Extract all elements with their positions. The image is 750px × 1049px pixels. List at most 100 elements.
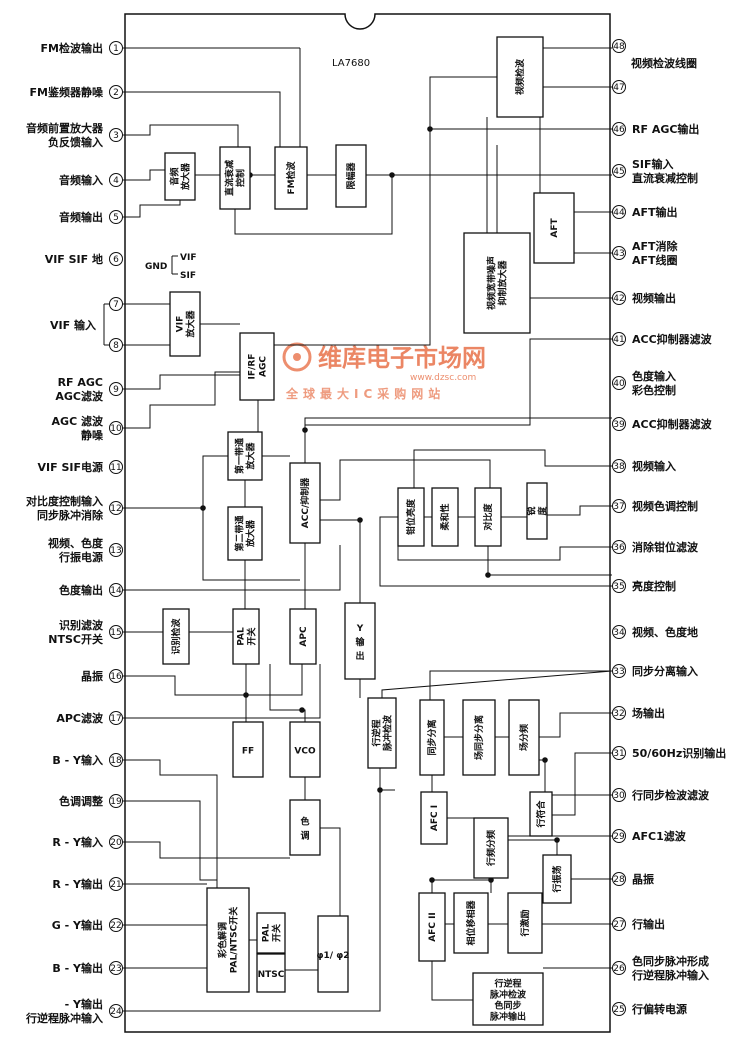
pin-number: 36	[613, 543, 625, 553]
pin-label: 对比度控制输入	[26, 494, 103, 508]
block-noise-sup: 视频宽带噪声抑制放大器	[463, 232, 531, 334]
pin-number: 18	[110, 756, 122, 766]
block-hue: 色调	[289, 799, 321, 856]
pin-marker	[612, 246, 626, 260]
block-frame	[453, 892, 489, 954]
pin-number: 47	[613, 83, 624, 93]
wire	[320, 459, 491, 501]
pin-14: 14 色度输出	[59, 583, 123, 597]
block-label: NTSC	[258, 970, 285, 980]
block-frame	[507, 892, 543, 954]
pin-number: 3	[113, 131, 119, 141]
block-dc-atten: 直流衰减控制	[219, 146, 251, 210]
block-label: φ1/ φ2	[316, 951, 349, 961]
pin-marker	[612, 459, 626, 473]
pin-label: 视频输入	[632, 459, 676, 473]
block-label: 场分频	[518, 724, 530, 751]
pin-label: AFT输出	[632, 205, 678, 219]
pin-marker	[109, 877, 123, 891]
block-frame	[419, 699, 445, 776]
pin-label: 消除钳位滤波	[632, 540, 699, 554]
pin-marker	[109, 382, 123, 396]
pin-number: 7	[113, 300, 119, 310]
pin-number: 48	[613, 42, 625, 52]
block-limiter: 限幅器	[335, 144, 367, 208]
pin-marker	[109, 918, 123, 932]
block-label: 抑制放大器	[497, 260, 509, 306]
block-label: 第二带通	[234, 515, 246, 551]
pin-label: ACC抑制器滤波	[632, 332, 713, 346]
block-frame	[289, 462, 321, 544]
pin-number: 23	[110, 964, 121, 974]
pin-number: 28	[613, 875, 625, 885]
block-frame	[227, 506, 263, 561]
pin-36: 36 消除钳位滤波	[612, 540, 699, 554]
pin-number: 10	[110, 424, 122, 434]
pin-label: 视频、色度	[48, 536, 104, 550]
wire	[539, 37, 612, 49]
block-frame	[289, 799, 321, 856]
wire	[539, 759, 546, 792]
wire	[379, 516, 612, 587]
gnd-label: GND	[145, 262, 167, 272]
chip-name: LA7680	[332, 58, 370, 69]
wire	[123, 169, 165, 181]
block-label: 行逆程	[371, 719, 383, 747]
pin-label: 视频、色度地	[632, 625, 698, 639]
pin-marker	[612, 164, 626, 178]
block-label: 锐	[526, 506, 538, 515]
junction-dot	[243, 692, 249, 698]
pin-number: 41	[613, 335, 624, 345]
block-label: 输	[355, 636, 365, 648]
wire	[123, 124, 239, 147]
pin-marker	[612, 664, 626, 678]
block-label: 度	[537, 506, 549, 516]
pin-label: AGC 滤波	[52, 414, 104, 428]
pin-marker	[612, 917, 626, 931]
pin-marker	[109, 338, 123, 352]
pin-marker	[109, 625, 123, 639]
pin-marker	[109, 583, 123, 597]
wire	[123, 664, 303, 696]
pin-number: 39	[613, 420, 625, 430]
block-audio-amp: 音频放大器	[164, 152, 196, 201]
pin-48: 48	[612, 39, 626, 53]
pin-marker	[109, 297, 123, 311]
watermark: 维库电子市场网 www.dzsc.com 全球最大IC采购网站	[282, 342, 486, 401]
pin-marker	[109, 460, 123, 474]
pin-label: 色度输出	[59, 583, 103, 597]
block-bp1: 第一带通放大器	[227, 431, 263, 481]
block-frame	[418, 892, 446, 962]
block-frame	[529, 791, 553, 837]
junction-dot	[302, 427, 308, 433]
block-sync-sep: 同步分离	[419, 699, 445, 776]
block-label: 直流衰减	[224, 160, 236, 196]
block-video-det: 视频检波	[496, 36, 544, 118]
block-label: ACC/抑制器	[299, 477, 311, 528]
pin-label: 色调调整	[59, 794, 103, 808]
pin-label: 场输出	[632, 706, 665, 720]
coil-label: 视频检波线圈	[631, 56, 697, 70]
pin-20: 20R - Y输入	[52, 835, 123, 849]
block-label: 柔和性	[439, 503, 451, 531]
pin-label: 识别滤波	[59, 618, 104, 632]
pin-number: 38	[613, 462, 625, 472]
watermark-subtitle: 全球最大IC采购网站	[285, 386, 445, 401]
block-frame	[474, 487, 502, 547]
junction-dot	[299, 707, 305, 713]
pin-label: 视频色调控制	[632, 499, 698, 513]
pin-number: 14	[110, 586, 122, 596]
block-frame	[256, 912, 286, 954]
pin-label: 行振电源	[58, 550, 103, 564]
pin-label: 色度输入	[632, 369, 676, 383]
